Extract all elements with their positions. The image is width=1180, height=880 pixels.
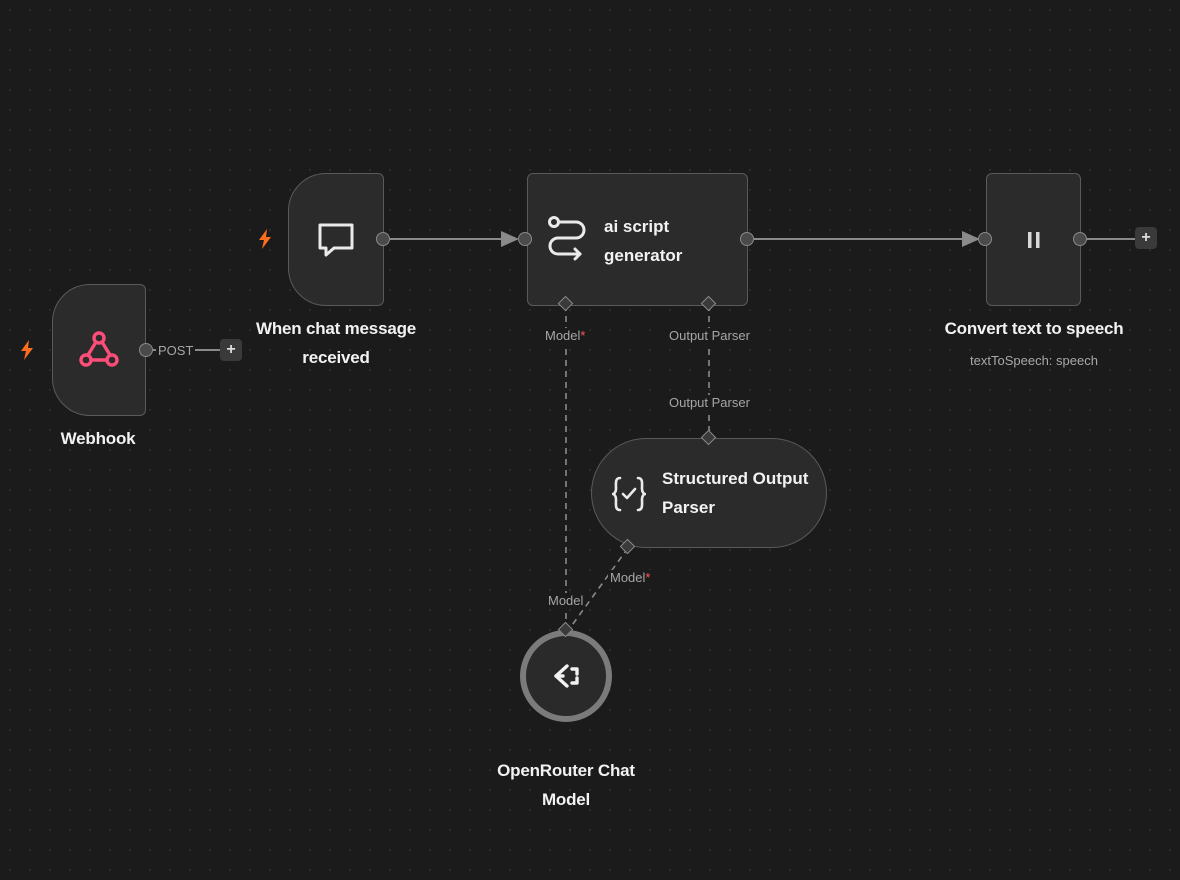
tts-add-node-button[interactable]: + — [1135, 227, 1157, 249]
tts-node[interactable] — [986, 173, 1081, 306]
chat-trigger-label-line1: When chat message — [255, 319, 417, 338]
chat-trigger-label-line2: received — [302, 348, 370, 367]
ai-agent-model-label: Model* — [543, 328, 588, 344]
parser-title-line2: Parser — [662, 498, 715, 517]
chat-trigger-node[interactable] — [288, 173, 384, 306]
chat-bubble-icon — [318, 223, 354, 256]
trigger-bolt-icon — [21, 340, 33, 360]
openrouter-node-label: OpenRouter Chat Model — [466, 756, 666, 814]
tts-input-handle[interactable] — [978, 232, 992, 246]
webhook-node-label: Webhook — [60, 429, 136, 448]
parser-model-label: Model* — [608, 570, 653, 586]
parser-title-line1: Structured Output — [662, 469, 809, 488]
webhook-node[interactable] — [52, 284, 146, 416]
pause-icon — [1027, 231, 1039, 248]
openrouter-icon — [554, 664, 579, 688]
trigger-bolt-icon — [259, 229, 271, 249]
webhook-output-handle[interactable] — [139, 343, 153, 357]
route-icon — [548, 216, 586, 261]
chat-trigger-output-handle[interactable] — [376, 232, 390, 246]
openrouter-label-line2: Model — [541, 790, 591, 809]
ai-agent-title: ai script generator — [604, 212, 682, 270]
ai-agent-output-handle[interactable] — [740, 232, 754, 246]
parser-title: Structured Output Parser — [662, 464, 808, 522]
tts-node-label: Convert text to speech — [944, 319, 1124, 338]
ai-agent-parser-label: Output Parser — [667, 328, 752, 344]
parser-input-label: Output Parser — [667, 395, 752, 411]
ai-agent-title-line1: ai script — [604, 217, 670, 236]
webhook-add-node-button[interactable]: + — [220, 339, 242, 361]
webhook-post-label: POST — [156, 343, 196, 359]
ai-agent-title-line2: generator — [604, 246, 683, 265]
structured-parser-node[interactable]: Structured Output Parser — [591, 438, 827, 548]
openrouter-node[interactable] — [520, 630, 612, 722]
webhook-icon — [79, 331, 119, 367]
ai-agent-node[interactable]: ai script generator — [527, 173, 748, 306]
tts-output-handle[interactable] — [1073, 232, 1087, 246]
ai-agent-input-handle[interactable] — [518, 232, 532, 246]
json-braces-icon — [612, 476, 646, 512]
openrouter-label-line1: OpenRouter Chat — [497, 761, 635, 780]
openrouter-output-label: Model — [546, 593, 586, 609]
chat-trigger-node-label: When chat message received — [236, 314, 436, 372]
edge-parser-model-dashed[interactable] — [569, 547, 629, 629]
tts-node-sublabel: textToSpeech: speech — [970, 353, 1098, 368]
